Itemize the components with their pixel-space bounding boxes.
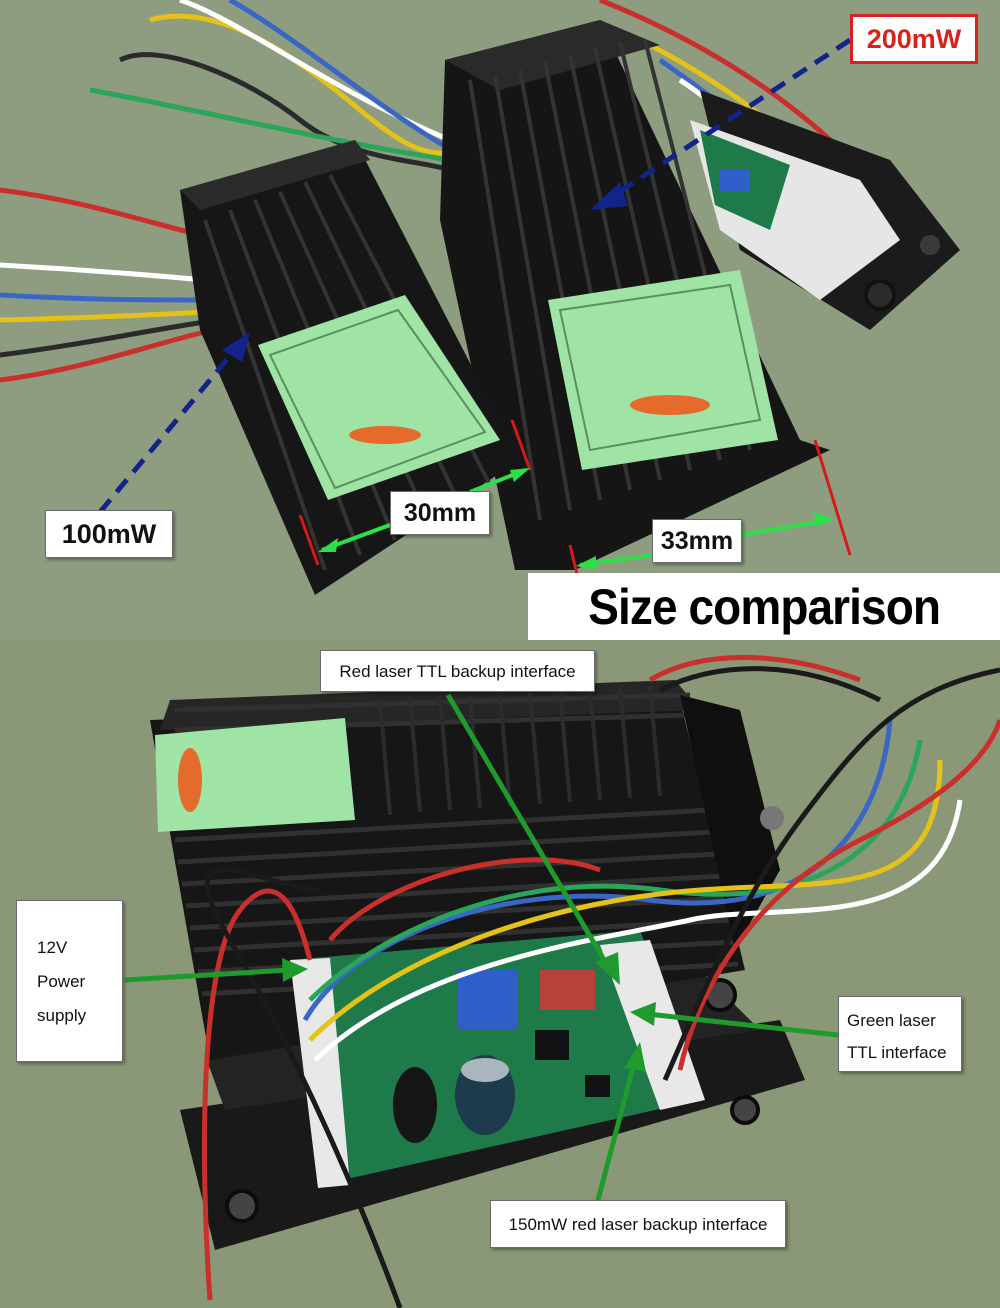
laser-modules-photo: [0, 0, 960, 609]
arrow-red-ttl: [445, 693, 613, 972]
measure-lines: [298, 419, 852, 609]
module-200mw: [440, 20, 830, 570]
dimension-33mm: 33mm: [652, 519, 742, 563]
arrow-150mw: [595, 1059, 638, 1201]
fan-screw: [760, 806, 784, 830]
size-comparison-banner: Size comparison: [528, 573, 1000, 640]
wire-bundle: [201, 655, 1000, 1308]
warning-label: [155, 718, 355, 832]
chip: [535, 1030, 569, 1060]
top-photo-panel: 200mW 100mW 30mm 33mm Size comparison: [0, 0, 1000, 640]
label-red-laser-ttl: Red laser TTL backup interface: [320, 650, 595, 692]
bottom-photo-panel: Red laser TTL backup interface 12V Power…: [0, 640, 1000, 1308]
callout-arrows: [124, 693, 839, 1201]
laser-module-wiring-photo: [124, 655, 1000, 1308]
danger-badge: [178, 748, 202, 812]
arrow-200mw: [608, 37, 852, 201]
arrow-green-ttl: [647, 1011, 839, 1038]
label-150mw-red-backup: 150mW red laser backup interface: [490, 1200, 786, 1248]
mount-screw: [920, 235, 940, 255]
danger-badge: [630, 395, 710, 415]
label-12v-power-supply: 12V Power supply: [16, 900, 123, 1062]
connector-red: [540, 970, 595, 1010]
potentiometer: [720, 170, 750, 192]
callout-arrows: [98, 37, 852, 514]
power-line-3: supply: [37, 1006, 87, 1025]
mount-hole: [730, 1095, 760, 1125]
power-line-1: 12V: [37, 938, 68, 957]
dimension-30mm: 30mm: [390, 491, 490, 535]
mount-hole: [864, 279, 896, 311]
danger-badge: [349, 426, 421, 444]
power-line-2: Power: [37, 972, 86, 991]
green-ttl-line-1: Green laser: [847, 1011, 936, 1030]
arrow-100mw: [98, 348, 237, 514]
banner-text: Size comparison: [588, 578, 941, 635]
inductor: [393, 1067, 437, 1143]
mount-hole: [225, 1189, 259, 1223]
potentiometer: [458, 970, 518, 1030]
dim-arrow-33mm-right: [739, 518, 831, 537]
green-ttl-line-2: TTL interface: [847, 1043, 947, 1062]
label-100mw: 100mW: [45, 510, 173, 558]
module-100mw: [180, 140, 520, 595]
chip: [585, 1075, 610, 1097]
label-green-laser-ttl: Green laser TTL interface: [838, 996, 962, 1072]
label-200mw: 200mW: [850, 14, 978, 64]
warning-label-200mw: [548, 270, 778, 470]
arrow-power: [124, 967, 291, 983]
